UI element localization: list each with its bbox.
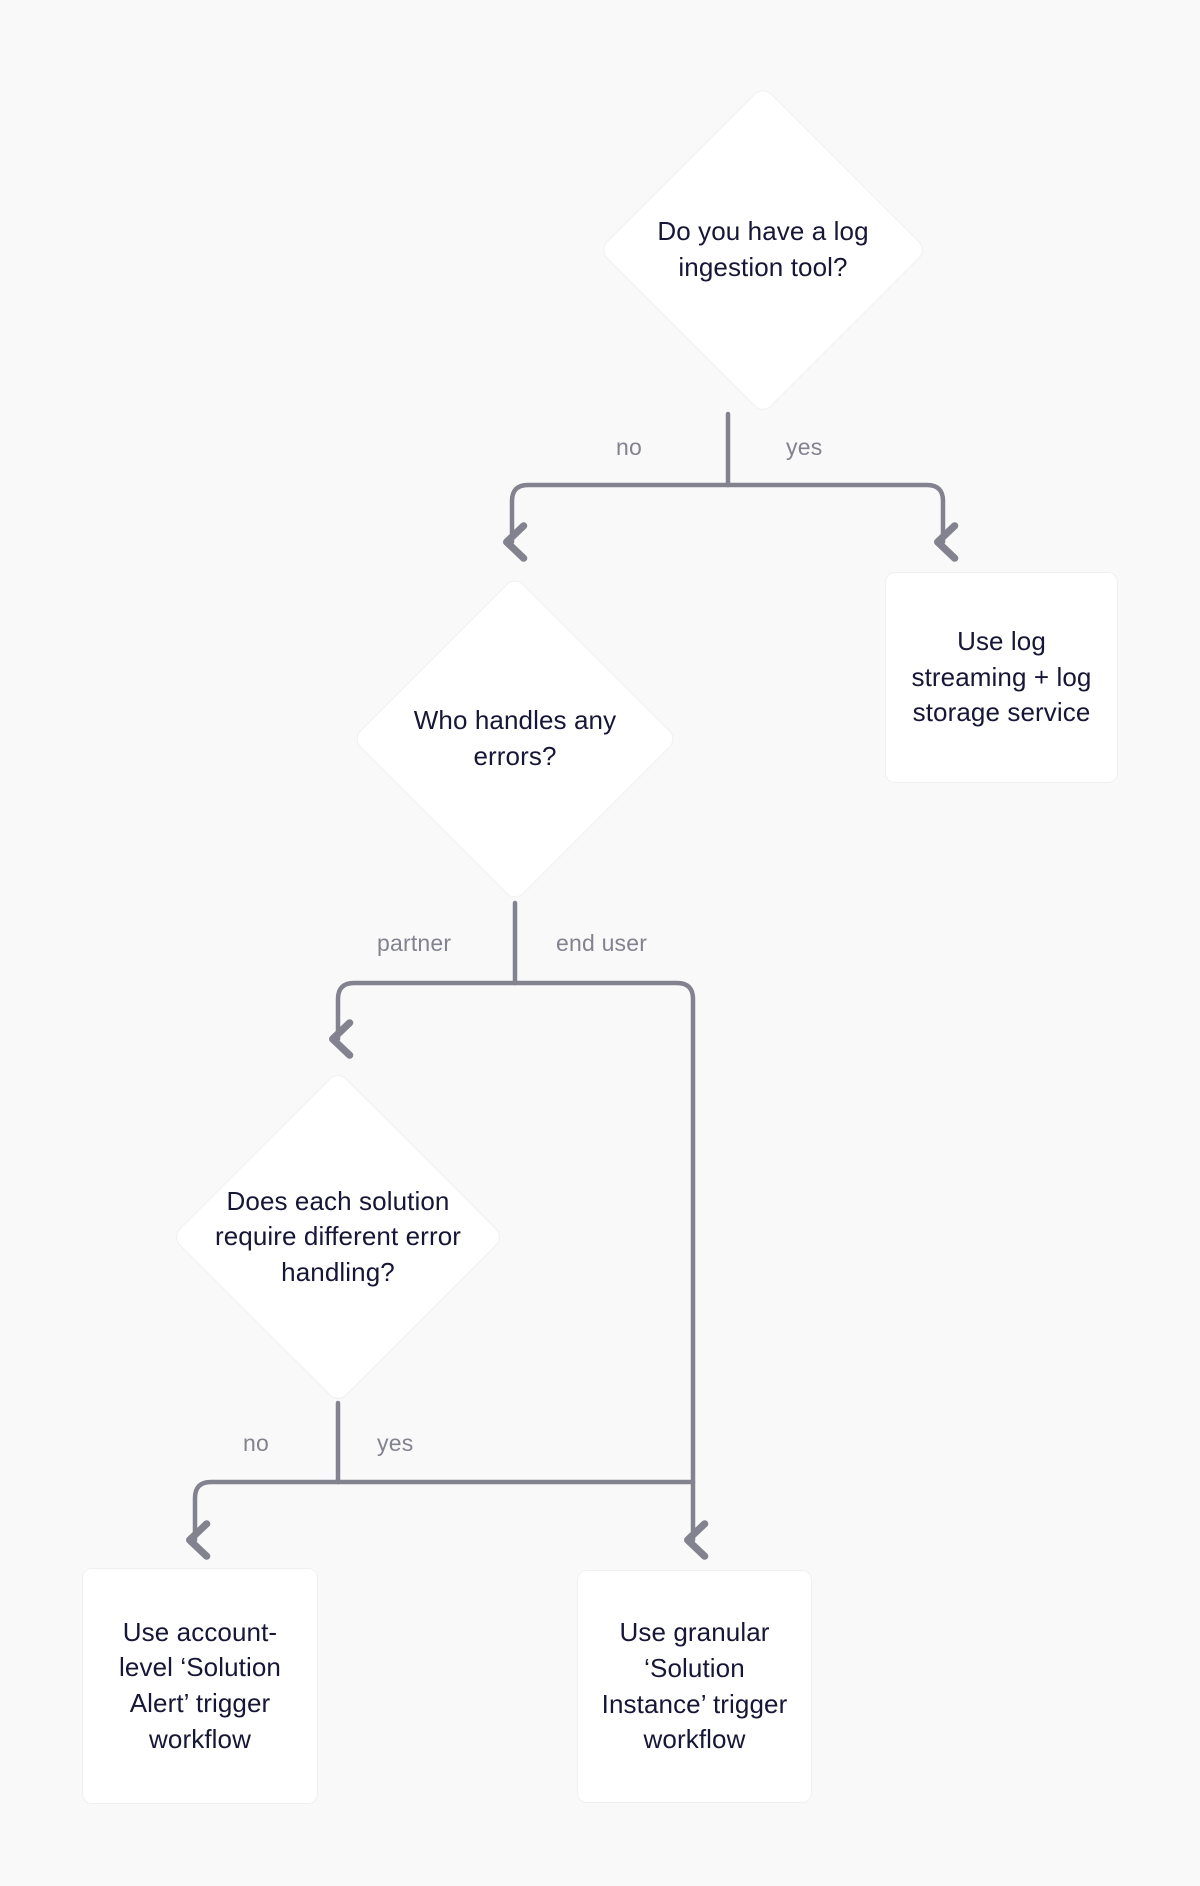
process-node-label: Use account-level ‘Solution Alert’ trigg…: [119, 1616, 281, 1754]
process-node-label: Use log streaming + log storage service: [911, 626, 1092, 728]
edge-label-no-log-ingestion: no: [616, 434, 642, 460]
edge-label-end-user: end user: [556, 930, 648, 956]
process-node-account-level-alert[interactable]: Use account-level ‘Solution Alert’ trigg…: [82, 1568, 318, 1804]
edge-label-partner: partner: [377, 930, 452, 956]
decision-node-different-error-handling[interactable]: Does each solution require different err…: [171, 1070, 505, 1404]
decision-node-label: Does each solution require different err…: [214, 1185, 462, 1287]
decision-node-log-ingestion-tool[interactable]: Do you have a log ingestion tool?: [598, 85, 928, 415]
edge-no-to-account-level-alert: [186, 1479, 341, 1560]
decision-node-label: Do you have a log ingestion tool?: [657, 216, 869, 282]
process-node-granular-instance[interactable]: Use granular ‘Solution Instance’ trigger…: [577, 1570, 812, 1803]
edge-partner-to-different-error-handling: [329, 980, 518, 1059]
edge-label-yes-log-ingestion: yes: [786, 434, 823, 460]
decision-node-who-handles-errors[interactable]: Who handles any errors?: [351, 575, 679, 903]
process-node-label: Use granular ‘Solution Instance’ trigger…: [601, 1617, 788, 1755]
edge-no-to-who-handles-errors: [503, 482, 731, 562]
edge-yes-to-log-streaming: [725, 482, 959, 562]
edge-label-no-error-handling: no: [243, 1430, 269, 1456]
edge-end-user-to-granular-instance: [512, 980, 709, 1560]
decision-node-label: Who handles any errors?: [413, 705, 617, 771]
process-node-log-streaming[interactable]: Use log streaming + log storage service: [885, 572, 1118, 783]
edge-label-yes-error-handling: yes: [377, 1430, 414, 1456]
